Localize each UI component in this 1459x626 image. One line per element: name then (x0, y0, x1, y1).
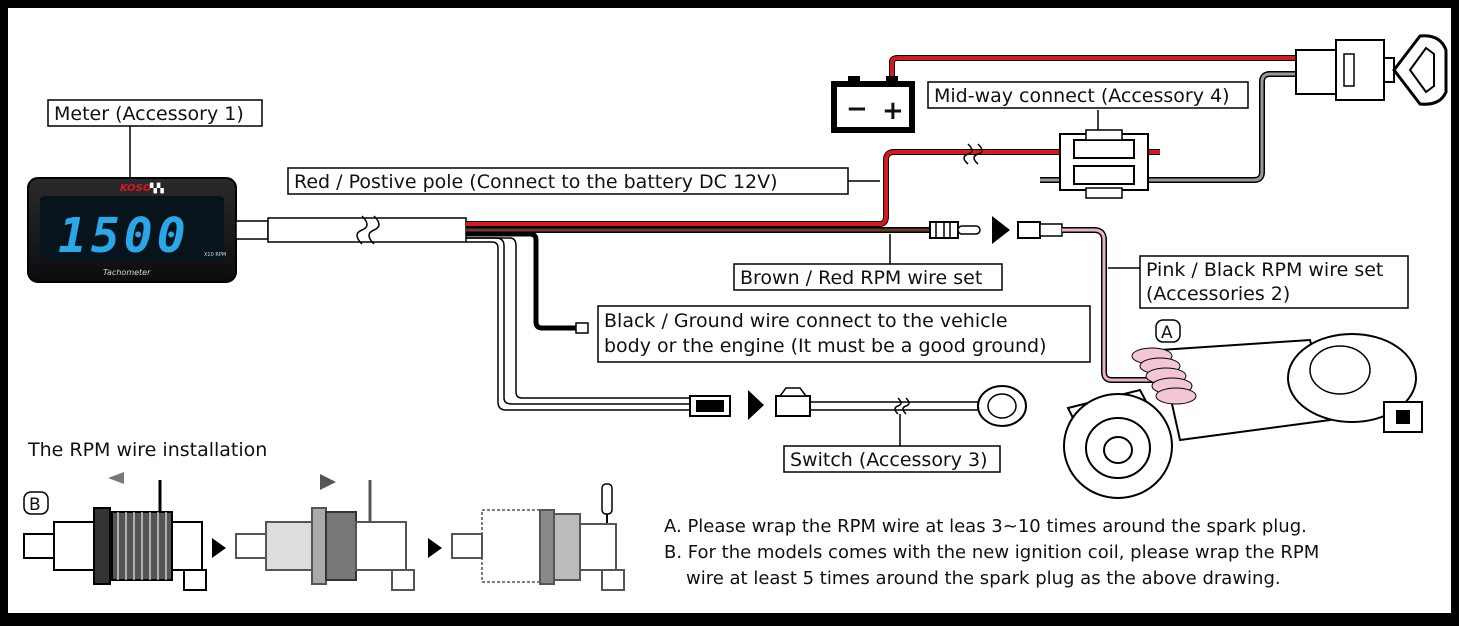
rpm-wire-wrap (1131, 347, 1197, 405)
svg-text:Brown / Red RPM wire set: Brown / Red RPM wire set (740, 267, 982, 289)
label-mid-way: Mid-way connect (Accessory 4) (927, 81, 1249, 109)
svg-text:Switch (Accessory 3): Switch (Accessory 3) (790, 449, 988, 471)
battery-minus-icon: − (846, 94, 868, 124)
svg-text:body or the engine (It must be: body or the engine (It must be a good gr… (604, 335, 1047, 357)
switch-wire (466, 237, 1027, 427)
meter-brand: KOSO (120, 183, 152, 194)
label-pink-black: Pink / Black RPM wire set (Accessories 2… (1108, 255, 1409, 309)
meter-cable (235, 215, 467, 245)
arrow-right-icon (428, 538, 442, 558)
checkered-flag-icon: ▚▚ (149, 182, 165, 194)
svg-text:(Accessories 2): (Accessories 2) (1146, 283, 1290, 305)
label-meter: Meter (Accessory 1) (47, 99, 263, 178)
pink-rpm-wire (1062, 227, 1160, 383)
ignition-key-switch (1295, 34, 1448, 106)
battery: − + (831, 76, 915, 133)
marker-b: B (23, 491, 49, 515)
svg-text:Pink / Black RPM wire set: Pink / Black RPM wire set (1146, 259, 1383, 281)
brown-rpm-wire (466, 216, 1063, 244)
black-ground-wire (466, 231, 589, 334)
svg-text:Mid-way connect (Accessory 4): Mid-way connect (Accessory 4) (934, 85, 1230, 107)
meter-screen (40, 196, 224, 260)
note-b-line2: wire at least 5 times around the spark p… (686, 568, 1281, 589)
arrow-left-icon (108, 472, 124, 484)
meter-digits: 1500 (58, 208, 190, 264)
note-b-line1: B. For the models comes with the new ign… (664, 542, 1319, 563)
label-switch: Switch (Accessory 3) (783, 414, 1001, 473)
meter-unit: X10 RPM (204, 252, 226, 258)
install-step-3 (451, 483, 625, 591)
ignition-coil-spark-plug (1063, 333, 1423, 499)
marker-a: A (1155, 319, 1181, 343)
label-brown-red: Brown / Red RPM wire set (733, 234, 1003, 291)
svg-text:B: B (29, 495, 41, 515)
arrow-right-icon (320, 474, 336, 490)
meter: KOSO ▚▚ 1500 X10 RPM Tachometer (27, 177, 237, 283)
svg-text:Meter (Accessory 1): Meter (Accessory 1) (54, 103, 244, 125)
arrow-right-icon (992, 216, 1010, 244)
svg-text:A: A (1161, 323, 1173, 343)
install-step-1 (23, 472, 207, 591)
notes: A. Please wrap the RPM wire at leas 3~10… (664, 516, 1319, 589)
note-a: A. Please wrap the RPM wire at leas 3~10… (664, 516, 1307, 537)
install-step-2 (235, 474, 415, 591)
threads (111, 511, 173, 581)
svg-text:Black / Ground wire connect to: Black / Ground wire connect to the vehic… (604, 310, 1008, 332)
svg-text:Red / Postive pole (Connect to: Red / Postive pole (Connect to the batte… (294, 171, 778, 193)
battery-red-wire (889, 55, 1296, 183)
arrow-right-icon (748, 390, 764, 420)
label-black-ground: Black / Ground wire connect to the vehic… (597, 305, 1091, 363)
red-positive-wire (466, 143, 1160, 227)
label-red-positive: Red / Postive pole (Connect to the batte… (287, 167, 880, 195)
meter-caption: Tachometer (103, 268, 151, 277)
battery-plus-icon: + (882, 96, 904, 126)
arrow-right-icon (212, 538, 226, 558)
mid-way-connector (1059, 110, 1149, 199)
section-title: The RPM wire installation (27, 439, 267, 461)
